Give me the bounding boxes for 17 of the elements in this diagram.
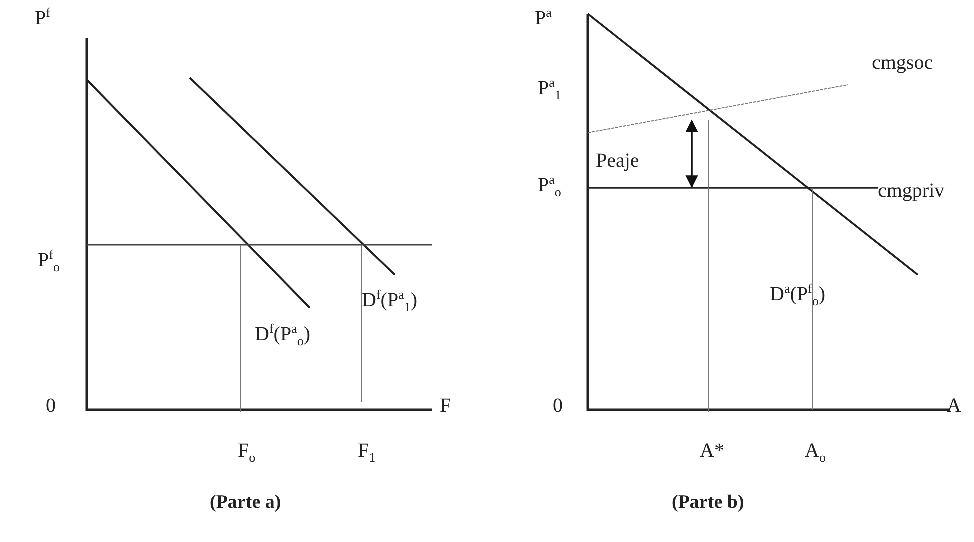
axis-tick-label: 0: [46, 395, 56, 417]
curve-label: cmgsoc: [872, 52, 934, 74]
axis-label: P$^{a}$: [535, 6, 552, 30]
panel-caption: (Parte a): [210, 493, 282, 514]
axis-label: A: [947, 395, 962, 417]
axis-label: P$^{f}$: [35, 6, 50, 30]
axis-tick-label: F$_{o}$: [238, 440, 256, 466]
axis-tick-label: A*: [700, 440, 724, 462]
axis-label: F: [440, 395, 452, 417]
axis-tick-label: A$_{o}$: [805, 440, 826, 466]
curve-label: cmgpriv: [878, 180, 945, 202]
curve-label: D$^{f}$(P$^{a}$$_{o}$): [255, 322, 311, 349]
axis-tick-label: 0: [553, 395, 563, 417]
axis-tick-label: F$_{1}$: [358, 440, 376, 466]
dimension-label: Peaje: [596, 150, 640, 172]
panel-caption: (Parte b): [672, 493, 744, 514]
curve-label: D$^{f}$(P$^{a}$$_{1}$): [362, 288, 418, 315]
